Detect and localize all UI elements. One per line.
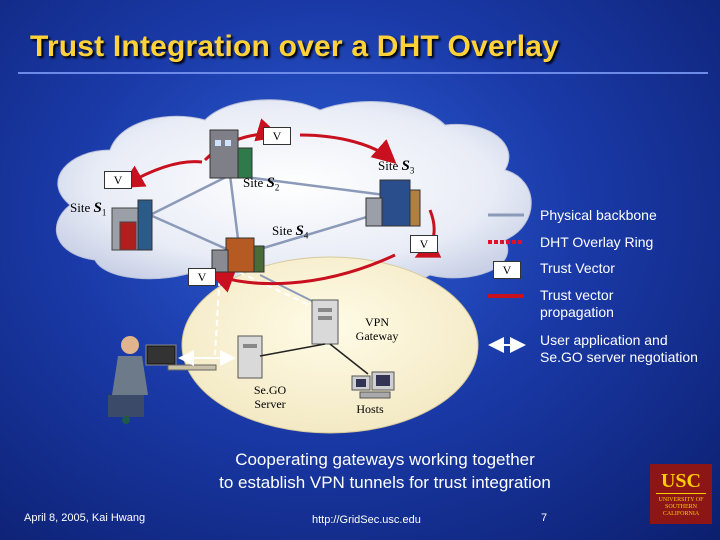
site-s1-building <box>111 199 153 251</box>
site-s3-building <box>365 179 421 227</box>
lan-links <box>259 343 369 375</box>
vpn-gateway-label: VPN Gateway <box>355 315 399 343</box>
legend-negotiation: User application and Se.GO server negoti… <box>540 332 698 365</box>
legend-trust-vector: Trust Vector <box>540 260 615 276</box>
title-divider <box>18 72 708 74</box>
trust-vector-box: V <box>410 235 438 253</box>
caption-line-1: Cooperating gateways working together <box>235 450 535 469</box>
hosts-computers <box>351 371 395 399</box>
site-s1-label: Site S1 <box>70 200 107 218</box>
site-s4-label: Site S4 <box>272 223 309 241</box>
trust-vector-box: V <box>104 171 132 189</box>
site-s2-building <box>209 129 253 179</box>
legend-physical-backbone: Physical backbone <box>540 207 657 223</box>
sego-server <box>237 335 263 379</box>
vpn-gateway-server <box>311 299 339 345</box>
trust-vector-box: V <box>188 268 216 286</box>
usc-logo: USC UNIVERSITY OF SOUTHERN CALIFORNIA <box>650 464 712 524</box>
usc-logo-abbr: USC <box>656 470 706 494</box>
page-number: 7 <box>541 512 548 524</box>
caption-line-2: to establish VPN tunnels for trust integ… <box>219 473 551 492</box>
slide-title: Trust Integration over a DHT Overlay <box>30 30 560 63</box>
sego-server-label: Se.GO Server <box>253 383 287 411</box>
footer-date-author: April 8, 2005, Kai Hwang <box>24 512 146 524</box>
footer-url[interactable]: http://GridSec.usc.edu <box>312 514 421 526</box>
slide-caption: Cooperating gateways working together to… <box>150 448 620 494</box>
trust-vector-box: V <box>263 127 291 145</box>
lan-ellipse <box>181 256 479 434</box>
site-s4-building <box>211 237 265 273</box>
legend-trust-propagation: Trust vector propagation <box>540 287 614 320</box>
usc-logo-text: UNIVERSITY OF SOUTHERN CALIFORNIA <box>658 497 704 517</box>
hosts-label: Hosts <box>356 402 384 416</box>
legend-trust-vector-box: V <box>493 261 521 279</box>
site-s3-label: Site S3 <box>378 158 415 176</box>
legend-dht-ring: DHT Overlay Ring <box>540 234 654 250</box>
site-s2-label: Site S2 <box>243 175 280 193</box>
